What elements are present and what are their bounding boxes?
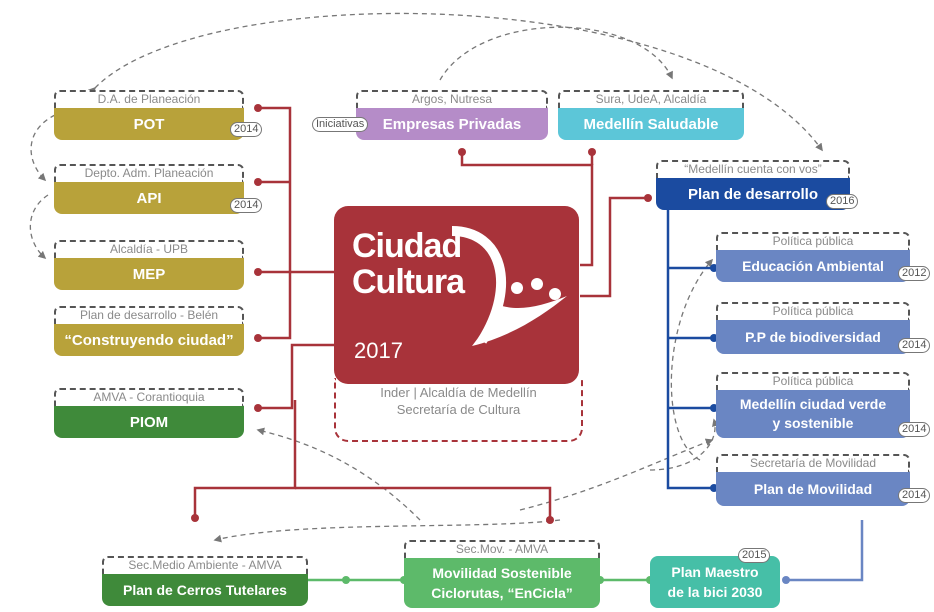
node-biodiversidad: Política pública P.P de biodiversidad 20…: [716, 302, 932, 358]
year-badge: 2014: [898, 488, 931, 503]
red-lines: [193, 106, 648, 520]
arc-top: [87, 12, 823, 152]
dashed-arcs: [29, 12, 823, 543]
iniciativas-tag: Iniciativas: [312, 117, 369, 132]
node-header: Sec.Mov. - AMVA: [404, 540, 600, 558]
node-label-line1: Plan Maestro: [671, 564, 759, 580]
node-header: Sura, UdeA, Alcaldía: [558, 90, 744, 108]
node-label-line1: Movilidad Sostenible: [432, 565, 572, 581]
node-plan-maestro-bici: Plan Maestro de la bici 2030 2015: [650, 548, 782, 610]
node-header: Depto. Adm. Planeación: [54, 164, 244, 182]
node-header: Secretaría de Movilidad: [716, 454, 910, 472]
ciudad-cultura-logo-bird: [451, 226, 567, 346]
node-header: Política pública: [716, 232, 910, 250]
node-label: Medellín Saludable: [558, 108, 744, 140]
node-label-line2: y sostenible: [772, 415, 854, 431]
ciudad-cultura-block: Ciudad Cultura 2017: [334, 206, 579, 384]
node-mep: Alcaldía - UPB MEP: [54, 240, 244, 292]
node-medellin-saludable: Sura, UdeA, Alcaldía Medellín Saludable: [558, 90, 744, 146]
blue-light-line: [786, 520, 864, 582]
node-label: Plan de desarrollo: [656, 178, 850, 210]
node-label: Plan Maestro de la bici 2030: [650, 556, 780, 608]
node-header: D.A. de Planeación: [54, 90, 244, 108]
node-header: “Medellín cuenta con vos”: [656, 160, 850, 178]
center-sub-line1: Inder | Alcaldía de Medellín: [380, 385, 537, 400]
node-header: Plan de desarrollo - Belén: [54, 306, 244, 324]
node-label: P.P de biodiversidad: [716, 320, 910, 354]
node-cerros-tutelares: Sec.Medio Ambiente - AMVA Plan de Cerros…: [102, 556, 308, 608]
node-label: POT: [54, 108, 244, 140]
year-badge: 2014: [230, 198, 263, 213]
node-label: Plan de Cerros Tutelares: [102, 574, 308, 606]
year-badge: 2014: [230, 122, 263, 137]
node-piom: AMVA - Corantioquia PIOM: [54, 388, 244, 440]
center-title-line1: Ciudad: [352, 227, 462, 265]
center-title-line2: Cultura: [352, 263, 465, 301]
center-year: 2017: [354, 338, 403, 363]
year-badge: 2014: [898, 422, 931, 437]
red-dots: [191, 104, 652, 524]
node-pot: D.A. de Planeación POT 2014: [54, 90, 263, 146]
arc-left-2: [29, 194, 49, 260]
node-construyendo: Plan de desarrollo - Belén “Construyendo…: [54, 306, 244, 358]
arc-left-1: [30, 108, 63, 182]
year-badge: 2014: [898, 338, 931, 353]
node-empresas-privadas: Argos, Nutresa Empresas Privadas Iniciat…: [312, 90, 548, 146]
node-label-line1: Medellín ciudad verde: [739, 396, 887, 412]
node-label: Plan de Movilidad: [716, 472, 910, 506]
node-header: Argos, Nutresa: [356, 90, 548, 108]
arc-right-2: [649, 418, 720, 471]
node-header: Sec.Medio Ambiente - AMVA: [102, 556, 308, 574]
node-plan-de-movilidad: Secretaría de Movilidad Plan de Movilida…: [716, 454, 932, 510]
node-header: Política pública: [716, 372, 910, 390]
node-label: “Construyendo ciudad”: [54, 324, 244, 356]
node-label: Medellín ciudad verde y sostenible: [716, 390, 910, 438]
arc-bottom-left: [256, 427, 421, 521]
node-label: API: [54, 182, 244, 214]
arc-bottom: [213, 519, 561, 543]
node-label: Educación Ambiental: [716, 250, 910, 282]
center-subtitle: Inder | Alcaldía de Medellín Secretaría …: [334, 378, 583, 442]
year-badge: 2016: [826, 194, 859, 209]
node-header: Política pública: [716, 302, 910, 320]
year-badge: 2012: [898, 266, 931, 281]
node-label-line2: Ciclorutas, “EnCicla”: [431, 585, 573, 601]
blue-lines: [666, 210, 714, 490]
node-label: PIOM: [54, 406, 244, 438]
node-movilidad-sostenible: Sec.Mov. - AMVA Movilidad Sostenible Cic…: [404, 540, 600, 610]
node-api: Depto. Adm. Planeación API 2014: [54, 164, 263, 220]
node-header: AMVA - Corantioquia: [54, 388, 244, 406]
node-label-line2: de la bici 2030: [667, 584, 763, 600]
node-header: Alcaldía - UPB: [54, 240, 244, 258]
node-ciudad-verde: Política pública Medellín ciudad verde y…: [716, 372, 932, 440]
node-educacion-ambiental: Política pública Educación Ambiental 201…: [716, 232, 932, 288]
arc-right-3: [519, 438, 714, 511]
node-label: MEP: [54, 258, 244, 290]
arc-right-1: [670, 258, 714, 461]
center-sub-line2: Secretaría de Cultura: [396, 402, 521, 417]
arc-top-inner: [439, 26, 673, 81]
node-plan-de-desarrollo: “Medellín cuenta con vos” Plan de desarr…: [656, 160, 866, 216]
year-badge: 2015: [738, 548, 771, 563]
node-label: Empresas Privadas: [356, 108, 548, 140]
node-label: Movilidad Sostenible Ciclorutas, “EnCicl…: [404, 558, 600, 608]
